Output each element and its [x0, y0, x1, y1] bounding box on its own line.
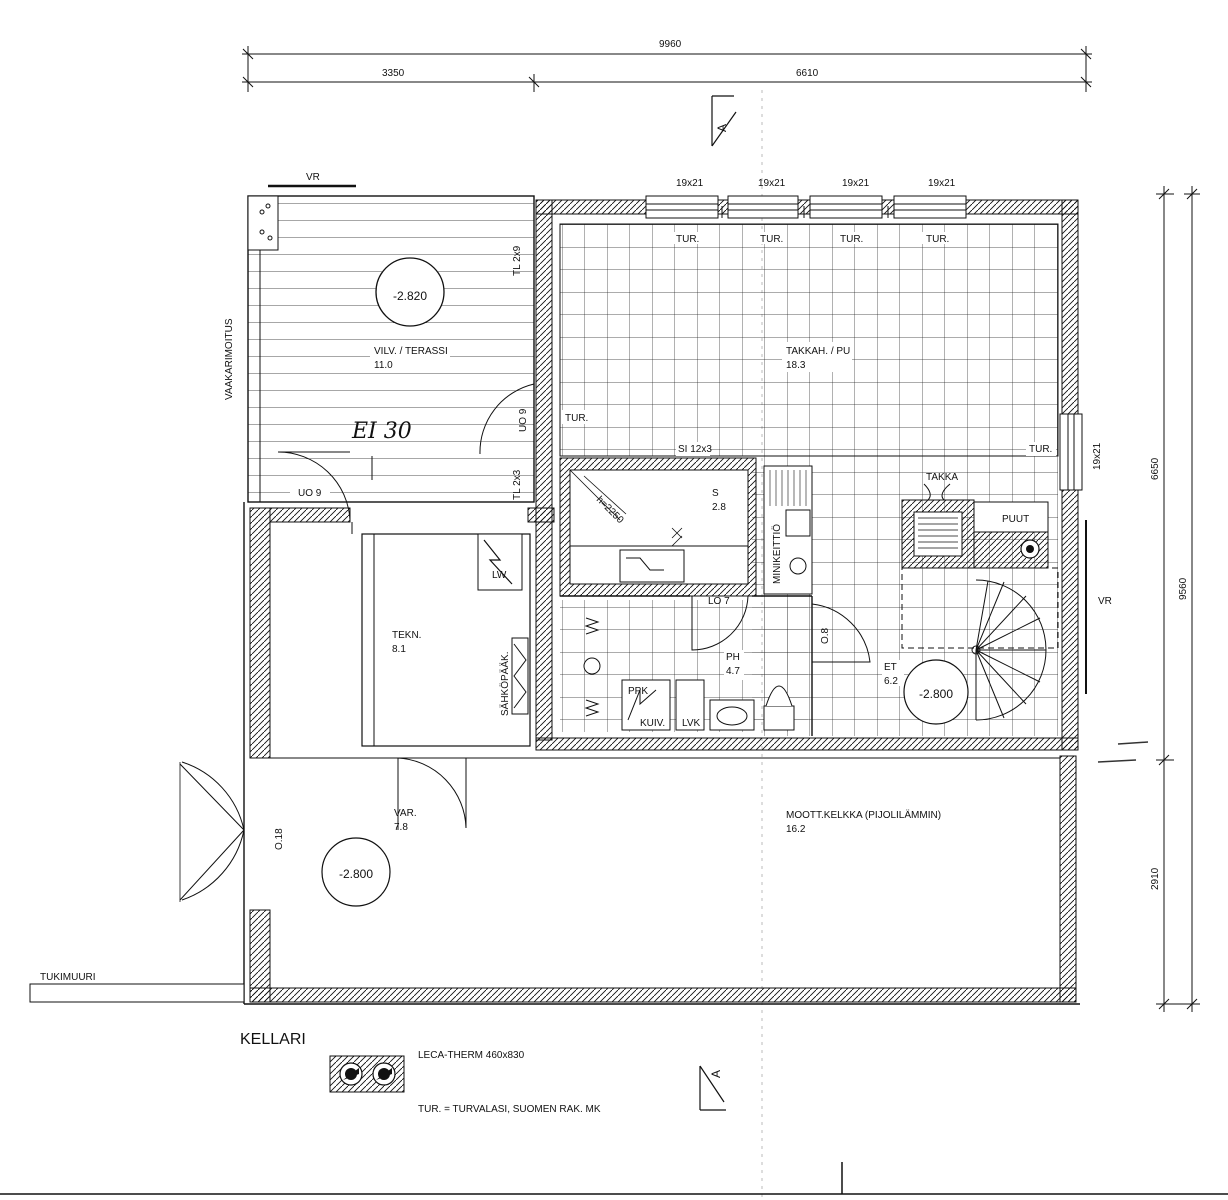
door-uo9-terrace — [277, 451, 351, 521]
tl-label-a: TL 2x9 — [512, 245, 523, 276]
tech-name: TEKN. — [392, 630, 421, 641]
window-4-label: 19x21 — [928, 178, 956, 189]
storage-name: VAR. — [394, 808, 417, 819]
tl-label-b: TL 2x3 — [512, 469, 523, 500]
o18-label: O.18 — [274, 828, 285, 850]
double-door-lower — [179, 829, 245, 901]
sauna-name: S — [712, 488, 719, 499]
dimension-top — [242, 46, 1092, 92]
tukimuuri-wall — [29, 983, 245, 1003]
level-marker-entry — [903, 659, 969, 725]
right-window — [1059, 413, 1083, 491]
legend-title: KELLARI — [240, 1031, 306, 1048]
dim-top-right: 6610 — [796, 68, 819, 79]
garage-name: MOOTT.KELKKA (PIJOLILÄMMIN) — [786, 809, 941, 821]
dim-top-left: 3350 — [382, 68, 405, 79]
right-vr: VR — [1098, 596, 1112, 607]
window-2-label: 19x21 — [758, 178, 786, 189]
door-uo9-upper — [479, 383, 535, 455]
uo9-label-b: UO 9 — [518, 408, 529, 432]
section-letter-bottom: A — [709, 1070, 723, 1078]
top-left-vr: VR — [306, 172, 320, 183]
tur-label-1: TUR. — [676, 234, 699, 245]
sahko-label: SÄHKÖPÄÄK. — [499, 652, 511, 716]
kuiv-label: KUIV. — [640, 718, 665, 729]
minikeittio-label: MINIKEITTIÖ — [771, 524, 783, 584]
terrace-name: VILV. / TERASSI — [374, 346, 448, 357]
tur-label-5: TUR. — [565, 413, 588, 424]
entry-area: 6.2 — [884, 676, 898, 687]
level-marker-storage — [321, 837, 391, 907]
tur-label-2: TUR. — [760, 234, 783, 245]
tech-area: 8.1 — [392, 644, 406, 655]
dimension-right — [1156, 186, 1200, 1012]
fireplace-room-name: TAKKAH. / PU — [786, 346, 850, 357]
o8-label: O.8 — [820, 627, 831, 644]
section-marker-top — [711, 95, 737, 147]
lvk-label: LVK — [682, 718, 700, 729]
level-terrace: -2.820 — [393, 289, 427, 303]
spiral-stair — [901, 567, 1059, 721]
wash-fixtures — [583, 617, 795, 731]
vaakarimoitus-label: VAAKARIMOITUS — [224, 318, 235, 400]
lw-label: LW — [492, 570, 507, 581]
fireplace-room-area: 18.3 — [786, 360, 806, 371]
window-1-label: 19x21 — [676, 178, 704, 189]
door-o8 — [811, 603, 871, 663]
level-storage: -2.800 — [339, 867, 373, 881]
window-3-label: 19x21 — [842, 178, 870, 189]
level-entry: -2.800 — [919, 687, 953, 701]
legend-material: LECA-THERM 460x830 — [418, 1050, 525, 1061]
sauna-area: 2.8 — [712, 502, 726, 513]
lw-box — [477, 533, 523, 591]
handwritten-note: EI 30 — [351, 419, 412, 444]
garage-area: 16.2 — [786, 824, 806, 835]
right-window-label: 19x21 — [1092, 442, 1103, 470]
dim-top-total: 9960 — [659, 39, 682, 50]
uo9-label-a: UO 9 — [298, 488, 322, 499]
puut-label: PUUT — [1002, 514, 1029, 525]
entry-name: ET — [884, 662, 897, 673]
wash-area: 4.7 — [726, 666, 740, 677]
storage-area: 7.8 — [394, 822, 408, 833]
door-var — [397, 757, 467, 830]
dim-right-total: 9560 — [1178, 577, 1189, 600]
takka-label: TAKKA — [926, 472, 958, 483]
level-marker-terrace — [375, 257, 445, 327]
legend-note: TUR. = TURVALASI, SUOMEN RAK. MK — [418, 1104, 601, 1115]
ppk-label: PPK — [628, 686, 648, 697]
double-door-upper — [179, 761, 245, 831]
terrace-drain — [247, 195, 279, 251]
door-lo7 — [691, 595, 749, 651]
wash-name: PH — [726, 652, 740, 663]
terrace-area: 11.0 — [374, 360, 393, 371]
section-marker-bottom — [699, 1065, 726, 1111]
dim-right-lower: 2910 — [1150, 867, 1161, 890]
fireplace-room-floor — [559, 223, 1059, 457]
si-label: SI 12x3 — [678, 444, 712, 455]
tur-label-6: TUR. — [1029, 444, 1052, 455]
top-windows — [645, 195, 967, 219]
tukimuuri-label: TUKIMUURI — [40, 972, 96, 983]
lo7-label: LO 7 — [708, 596, 730, 607]
tur-labels — [562, 232, 1056, 456]
section-letter-top: A — [715, 124, 729, 132]
dim-right-upper: 6650 — [1150, 457, 1161, 480]
tur-label-3: TUR. — [840, 234, 863, 245]
tur-label-4: TUR. — [926, 234, 949, 245]
